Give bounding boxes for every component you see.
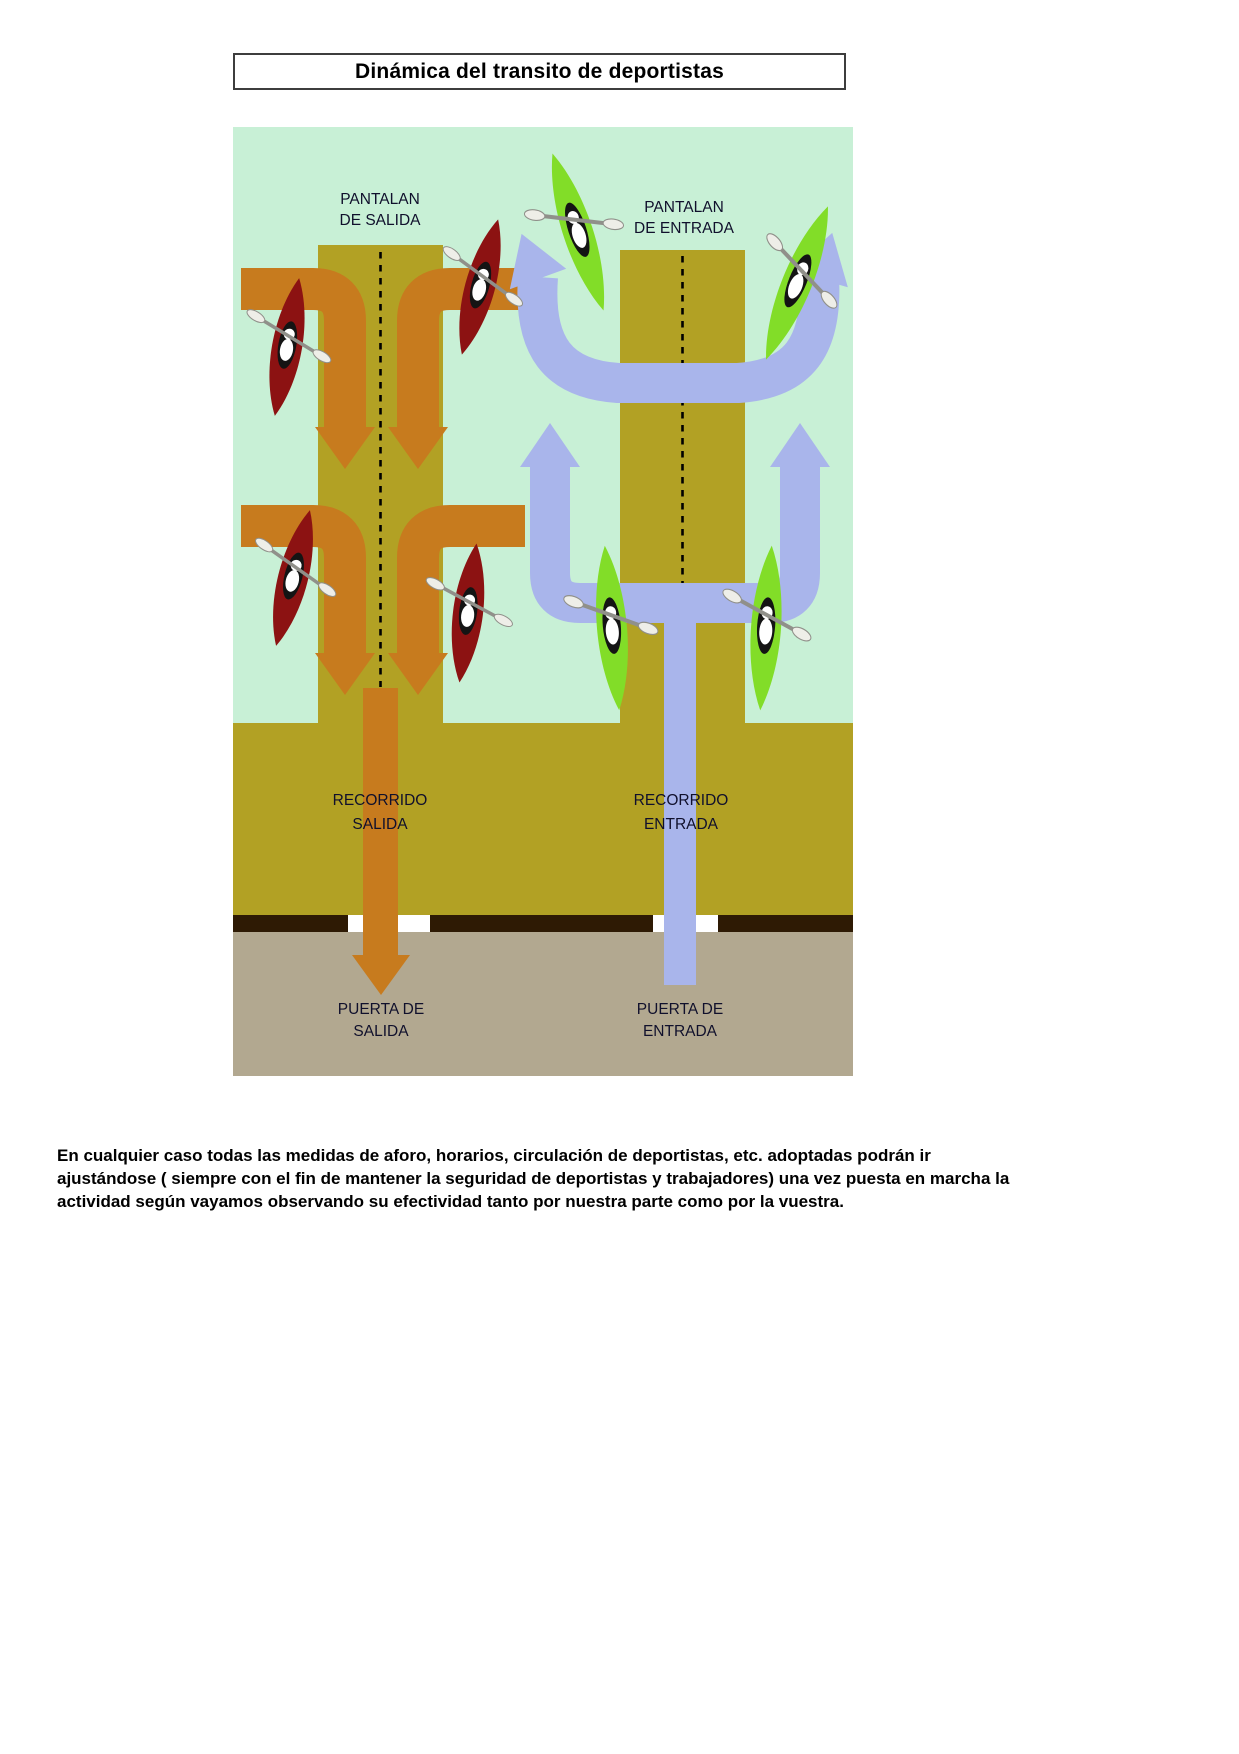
entry-upper-left-head — [509, 233, 567, 290]
diagram-labels: PANTALAN DE SALIDA PANTALAN DE ENTRADA R… — [333, 191, 735, 1040]
shore-area — [233, 723, 853, 915]
exit-flow-arrows — [241, 268, 525, 995]
wall-right-segment — [718, 915, 853, 932]
exit-arrow-upper-left-head — [315, 427, 375, 469]
exit-arrow-lower-left-head — [315, 653, 375, 695]
entry-lower-right-head — [770, 423, 830, 467]
entry-lower-fork — [530, 465, 820, 623]
label-pantalan-entrada-line2: DE ENTRADA — [634, 220, 735, 237]
label-recorrido-salida-line2: SALIDA — [352, 816, 408, 833]
outside-area — [233, 932, 853, 1076]
wall-middle-segment — [430, 915, 653, 932]
label-recorrido-entrada-line1: RECORRIDO — [634, 792, 729, 809]
label-recorrido-salida-line1: RECORRIDO — [333, 792, 428, 809]
exit-arrow-lower-right-head — [388, 653, 448, 695]
exit-corridor — [363, 688, 398, 957]
exit-arrow-upper-right-head — [388, 427, 448, 469]
exit-arrow-upper-right — [397, 268, 525, 429]
label-pantalan-entrada-line1: PANTALAN — [644, 199, 724, 216]
transit-flow-diagram: PANTALAN DE SALIDA PANTALAN DE ENTRADA R… — [233, 127, 853, 1076]
exit-arrow-lower-left — [241, 505, 366, 655]
label-puerta-entrada-line1: PUERTA DE — [637, 1001, 723, 1018]
title-box: Dinámica del transito de deportistas — [233, 53, 846, 90]
exit-arrow-lower-right — [397, 505, 525, 655]
label-pantalan-salida-line2: DE SALIDA — [340, 212, 422, 229]
note-paragraph: En cualquier caso todas las medidas de a… — [57, 1146, 1010, 1211]
label-recorrido-entrada-line2: ENTRADA — [644, 816, 719, 833]
wall-left-segment — [233, 915, 348, 932]
exit-corridor-head — [352, 955, 410, 995]
label-puerta-entrada-line2: ENTRADA — [643, 1023, 718, 1040]
entry-upper-fork — [517, 275, 840, 403]
label-puerta-salida-line1: PUERTA DE — [338, 1001, 424, 1018]
entry-flow-arrows — [509, 232, 848, 985]
diagram-canvas: PANTALAN DE SALIDA PANTALAN DE ENTRADA R… — [233, 127, 853, 1076]
page-title: Dinámica del transito de deportistas — [355, 59, 724, 83]
label-pantalan-salida-line1: PANTALAN — [340, 191, 420, 208]
label-puerta-salida-line2: SALIDA — [353, 1023, 409, 1040]
exit-arrow-upper-left — [241, 268, 366, 429]
entry-lower-left-head — [520, 423, 580, 467]
